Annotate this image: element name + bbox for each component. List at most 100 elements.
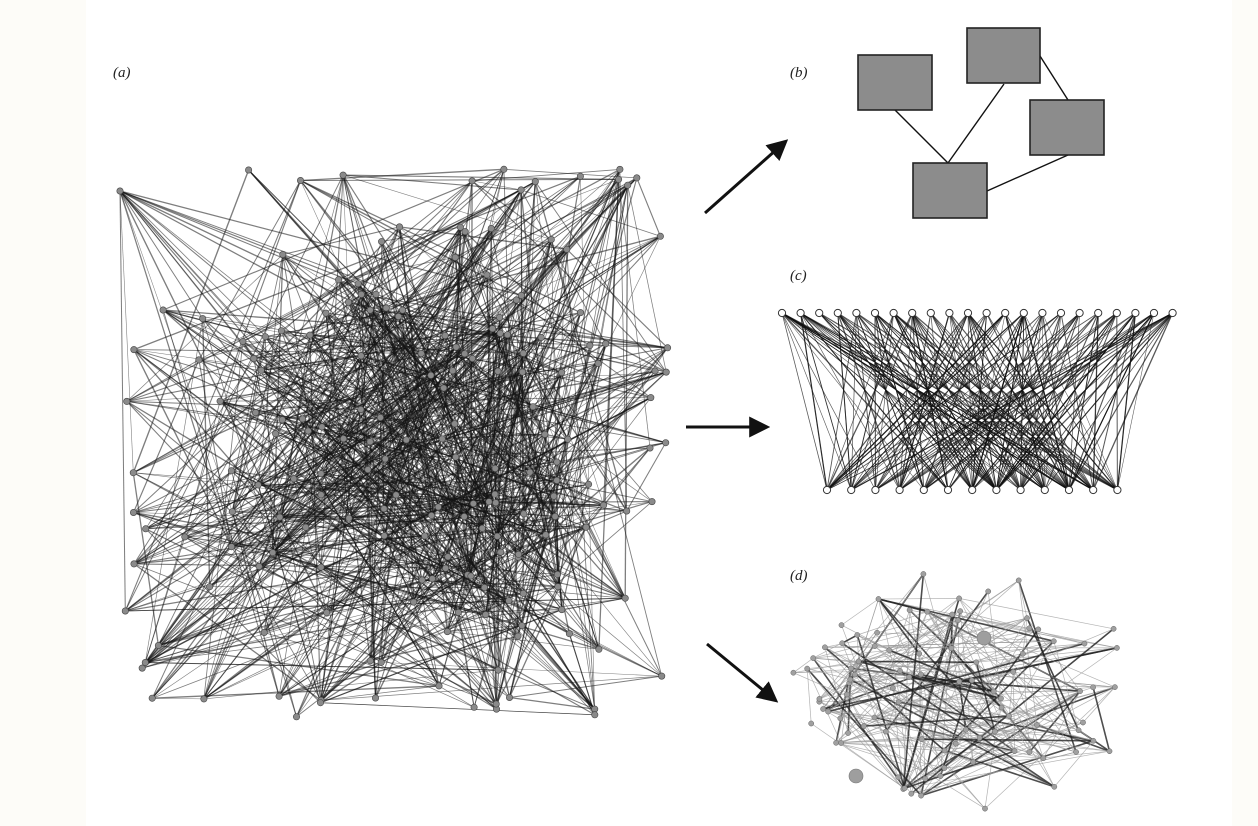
network-edge [141,189,522,669]
network-edge [420,189,522,354]
network-edge [472,168,620,182]
bipartite-edge [995,312,1081,491]
network-node [920,571,927,577]
network-node [339,171,347,179]
network-node [808,720,815,727]
network-edge [1012,671,1015,752]
network-edge [272,458,386,553]
network-node [468,177,476,185]
network-edge [472,358,558,463]
network-node [493,532,501,540]
network-node [952,740,959,747]
bipartite-edge [893,312,973,491]
network-node [948,645,955,652]
bipartite-edge [948,312,1022,491]
network-edge [119,190,233,512]
bipartite-edge [893,312,1094,491]
network-node [1077,688,1083,695]
network-edge [293,478,328,613]
network-node [428,575,436,583]
network-edge [1028,690,1081,753]
network-edge [158,438,344,646]
network-edge [133,472,490,503]
network-edge [500,295,522,553]
network-edge [320,189,522,474]
network-node [664,344,672,352]
network-edge [840,718,904,790]
cluster-link [894,109,949,164]
bipartite-edge [967,312,1070,491]
network-edge [976,662,1055,787]
network-edge [878,598,957,744]
network-node [855,658,862,665]
network-node [1026,749,1033,755]
network-edge [126,359,200,402]
network-node [576,309,584,317]
bipartite-edge [837,312,1070,491]
network-node [563,245,571,253]
network-node [558,606,566,614]
network-edge [494,169,621,469]
network-node [594,359,602,367]
network-edge [320,257,456,701]
network-node [585,480,593,488]
network-node [395,223,403,231]
cluster-box [857,54,933,111]
network-node [615,175,623,183]
network-edge [813,649,890,659]
network-edge [494,494,523,626]
network-edge [300,168,504,182]
network-node [377,658,385,666]
network-edge [523,181,536,514]
network-edge [144,430,309,663]
network-edge [472,180,522,191]
network-edge [384,501,490,537]
network-edge [1013,671,1094,688]
bipartite-edge [967,312,1094,491]
bipartite-node [968,485,977,495]
bipartite-edge [826,312,913,491]
network-edge [447,597,626,633]
bipartite-edge [850,312,857,491]
bipartite-edge [995,312,1062,491]
network-edge [231,494,397,548]
network-edge [257,484,321,703]
network-node [1011,748,1018,754]
network-edge [261,248,567,371]
network-node [261,333,269,341]
network-node [941,765,948,771]
network-node [292,713,300,721]
network-node [1081,640,1088,647]
network-node [505,597,513,605]
bipartite-node [1112,308,1121,318]
network-edge [813,657,851,680]
network-node [518,368,526,376]
network-node [895,774,902,781]
network-edge [320,566,485,588]
network-node [919,736,925,743]
network-edge [958,598,1055,787]
network-edge [293,236,661,480]
bipartite-edge [899,312,1173,491]
network-edge [793,670,901,674]
network-node [454,608,462,616]
network-node [973,659,980,666]
bipartite-edge [826,312,1062,491]
bipartite-edge [1004,312,1070,491]
network-edge [920,690,1081,797]
network-edge [636,177,661,237]
network-node [492,499,500,507]
bipartite-edge [1116,312,1137,491]
network-node [279,251,287,259]
network-edge [520,239,552,296]
network-edge [413,601,497,705]
network-edge [383,274,488,509]
network-edge [162,168,505,311]
network-edge [348,228,492,303]
network-edge [133,235,661,565]
network-edge [402,309,534,408]
network-node [130,346,138,354]
network-edge [261,332,501,371]
bipartite-edge [1020,312,1174,491]
network-node [908,790,915,797]
